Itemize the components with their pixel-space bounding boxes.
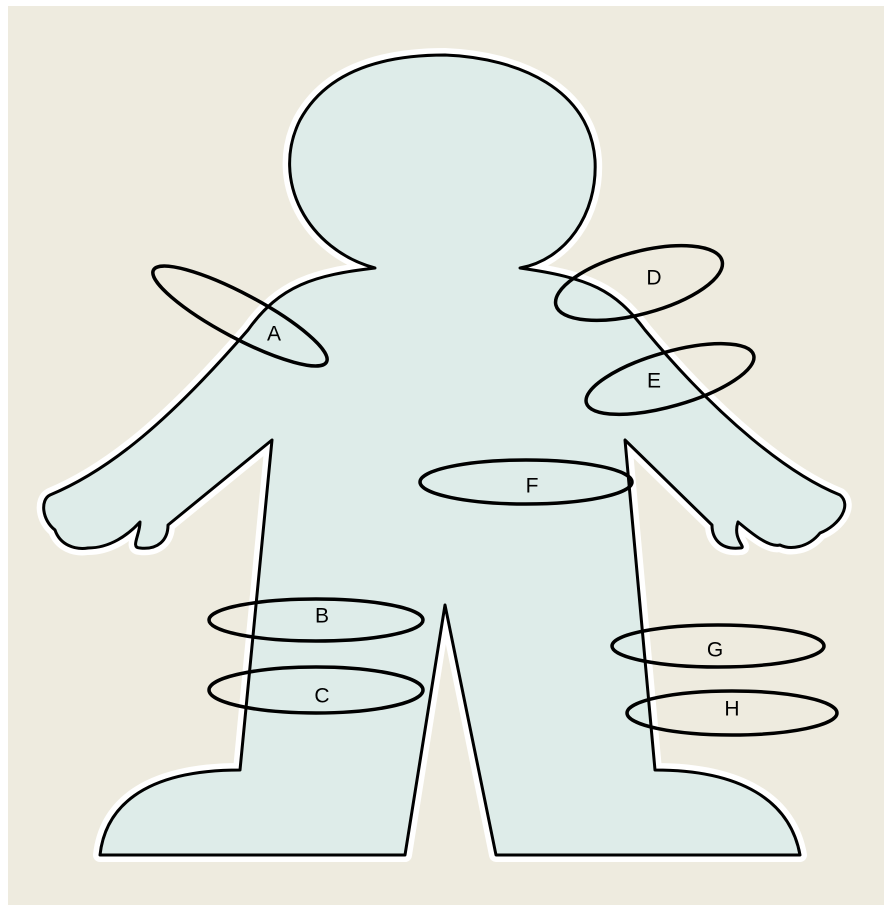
- label-a: A: [267, 323, 281, 346]
- label-b: B: [315, 605, 329, 628]
- label-d: D: [646, 267, 661, 290]
- label-c: C: [314, 685, 329, 708]
- label-e: E: [647, 370, 661, 393]
- label-g: G: [707, 639, 723, 662]
- label-f: F: [526, 475, 539, 498]
- label-h: H: [724, 698, 739, 721]
